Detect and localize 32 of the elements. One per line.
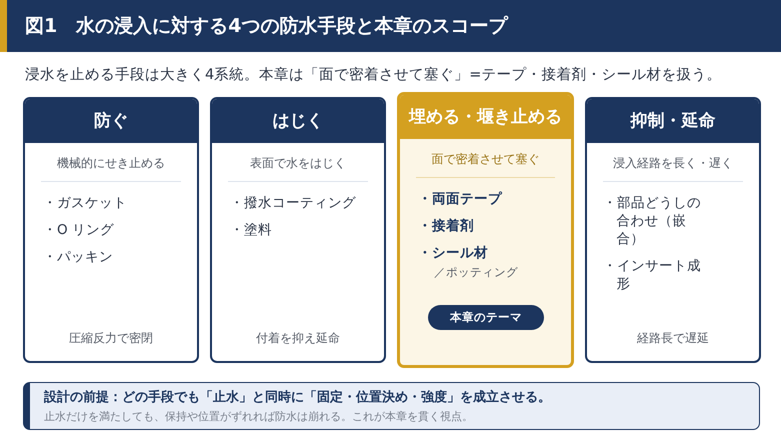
list-item: ・パッキン [43, 248, 114, 266]
item-note: ／ポッティング [434, 265, 519, 280]
lead-text: 浸水を止める手段は大きく4系統。本章は「面で密着させて塞ぐ」=テープ・接着剤・シール材を扱う。 [25, 66, 722, 84]
card-heading: はじく [212, 99, 384, 143]
card-subtitle: 機械的にせき止める [56, 155, 166, 172]
category-card [585, 97, 761, 363]
list-item: ・接着剤 [418, 217, 475, 235]
card-footer: 圧縮反力で密閉 [25, 330, 197, 347]
note-heading: 設計の前提：どの手段でも「止水」と同時に「固定・位置決め・強度」を成立させる。 [44, 388, 552, 406]
category-card [23, 97, 199, 363]
list-item: ・撥水コーティング [230, 194, 357, 212]
list-item: ・両面テープ [418, 190, 504, 208]
title: 図1 水の浸入に対する4つの防水手段と本章のスコープ [25, 14, 508, 39]
card-subtitle: 浸入経路を長く・遅く [612, 155, 734, 172]
card-subtitle: 面で密着させて塞ぐ [430, 151, 540, 168]
list-item: ・部品どうしの合わせ（嵌合） [603, 194, 702, 248]
card-subtitle: 表面で水をはじく [249, 155, 347, 172]
card-footer: 付着を抑え延命 [212, 330, 384, 347]
list-item: ・ガスケット [43, 194, 128, 212]
card-heading: 埋める・堰き止める [400, 95, 571, 139]
note-text: 止水だけを満たしても、保持や位置がずれれば防水は崩れる。これが本章を貫く視点。 [44, 409, 474, 424]
theme-badge: 本章のテーマ [428, 305, 544, 330]
card-heading: 防ぐ [25, 99, 197, 143]
card-footer: 経路長で遅延 [587, 330, 759, 347]
category-card [210, 97, 386, 363]
list-item: ・シール材 [418, 244, 489, 262]
list-item: ・塗料 [230, 221, 273, 239]
card-heading: 抑制・延命 [587, 99, 759, 143]
category-card [397, 92, 574, 368]
note-panel [23, 382, 760, 430]
list-item: ・O リング [43, 221, 115, 239]
list-item: ・インサート成形 [603, 257, 702, 293]
